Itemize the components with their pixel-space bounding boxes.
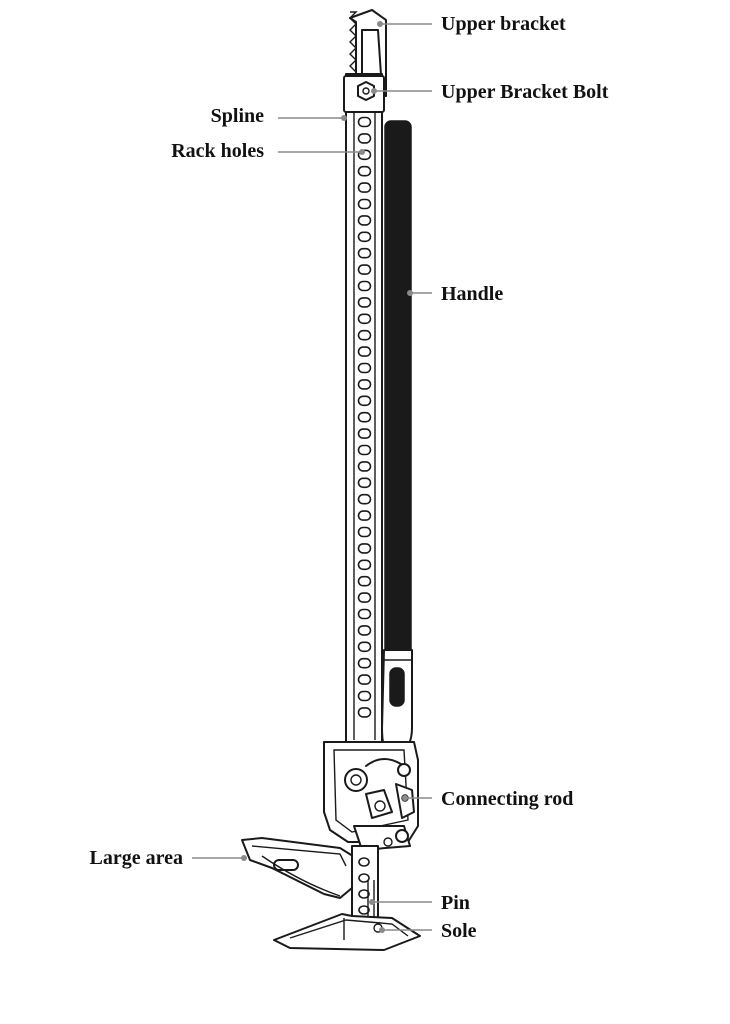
large-area xyxy=(241,837,357,899)
rack-hole xyxy=(357,411,372,423)
rack-hole xyxy=(357,297,372,308)
upper-bracket-bolt xyxy=(357,81,375,101)
rack-hole xyxy=(357,559,372,571)
rack-hole xyxy=(357,608,372,620)
rack-hole xyxy=(357,182,372,193)
rack-hole xyxy=(357,625,372,636)
rack-hole xyxy=(357,690,372,702)
rack-hole xyxy=(357,379,372,390)
rack-hole xyxy=(357,280,372,292)
rack-hole xyxy=(357,526,372,538)
leader-handle xyxy=(407,290,432,296)
rack-hole xyxy=(357,198,372,210)
rack-hole xyxy=(357,362,372,374)
rack-hole xyxy=(357,707,372,718)
leader-spline xyxy=(278,115,347,121)
rack-hole xyxy=(357,329,372,341)
leader-upper-bracket-bolt xyxy=(371,88,432,94)
handle xyxy=(381,120,413,757)
rack-hole xyxy=(357,133,372,144)
rack-hole xyxy=(357,116,372,128)
label-upper-bracket: Upper bracket xyxy=(441,13,566,35)
rack-hole xyxy=(357,444,372,456)
leader-sole xyxy=(379,927,432,933)
leader-pin xyxy=(369,899,432,905)
rack-hole xyxy=(357,543,372,554)
rack-hole xyxy=(357,346,372,357)
mechanism-housing xyxy=(323,741,419,851)
rack-hole xyxy=(357,215,372,226)
label-upper-bracket-bolt: Upper Bracket Bolt xyxy=(441,81,609,103)
rack-hole xyxy=(357,641,372,653)
label-sole: Sole xyxy=(441,920,477,942)
rack-hole xyxy=(357,247,372,259)
leader-large-area xyxy=(192,855,247,861)
rack-hole xyxy=(357,674,372,685)
rack-hole xyxy=(357,461,372,472)
label-rack-holes: Rack holes xyxy=(171,140,264,162)
label-handle: Handle xyxy=(441,283,503,305)
rack-holes xyxy=(357,116,372,718)
rack-hole xyxy=(357,395,372,407)
rack-hole xyxy=(357,165,372,177)
rack-hole xyxy=(357,592,372,603)
rack-hole xyxy=(357,313,372,325)
rack-hole xyxy=(357,510,372,521)
label-pin: Pin xyxy=(441,892,470,914)
rack-hole xyxy=(357,575,372,587)
rack-hole xyxy=(357,657,372,669)
sole xyxy=(273,913,421,951)
label-spline: Spline xyxy=(211,105,264,127)
rack-hole xyxy=(357,428,372,439)
rack-hole xyxy=(357,231,372,243)
rack-hole xyxy=(357,493,372,505)
rack-hole xyxy=(357,477,372,489)
leader-connecting-rod xyxy=(402,795,432,801)
label-connecting-rod: Connecting rod xyxy=(441,788,573,810)
leader-upper-bracket xyxy=(377,21,432,27)
label-large-area: Large area xyxy=(90,847,184,869)
rack-hole xyxy=(357,264,372,275)
leader-rack-holes xyxy=(278,149,365,155)
